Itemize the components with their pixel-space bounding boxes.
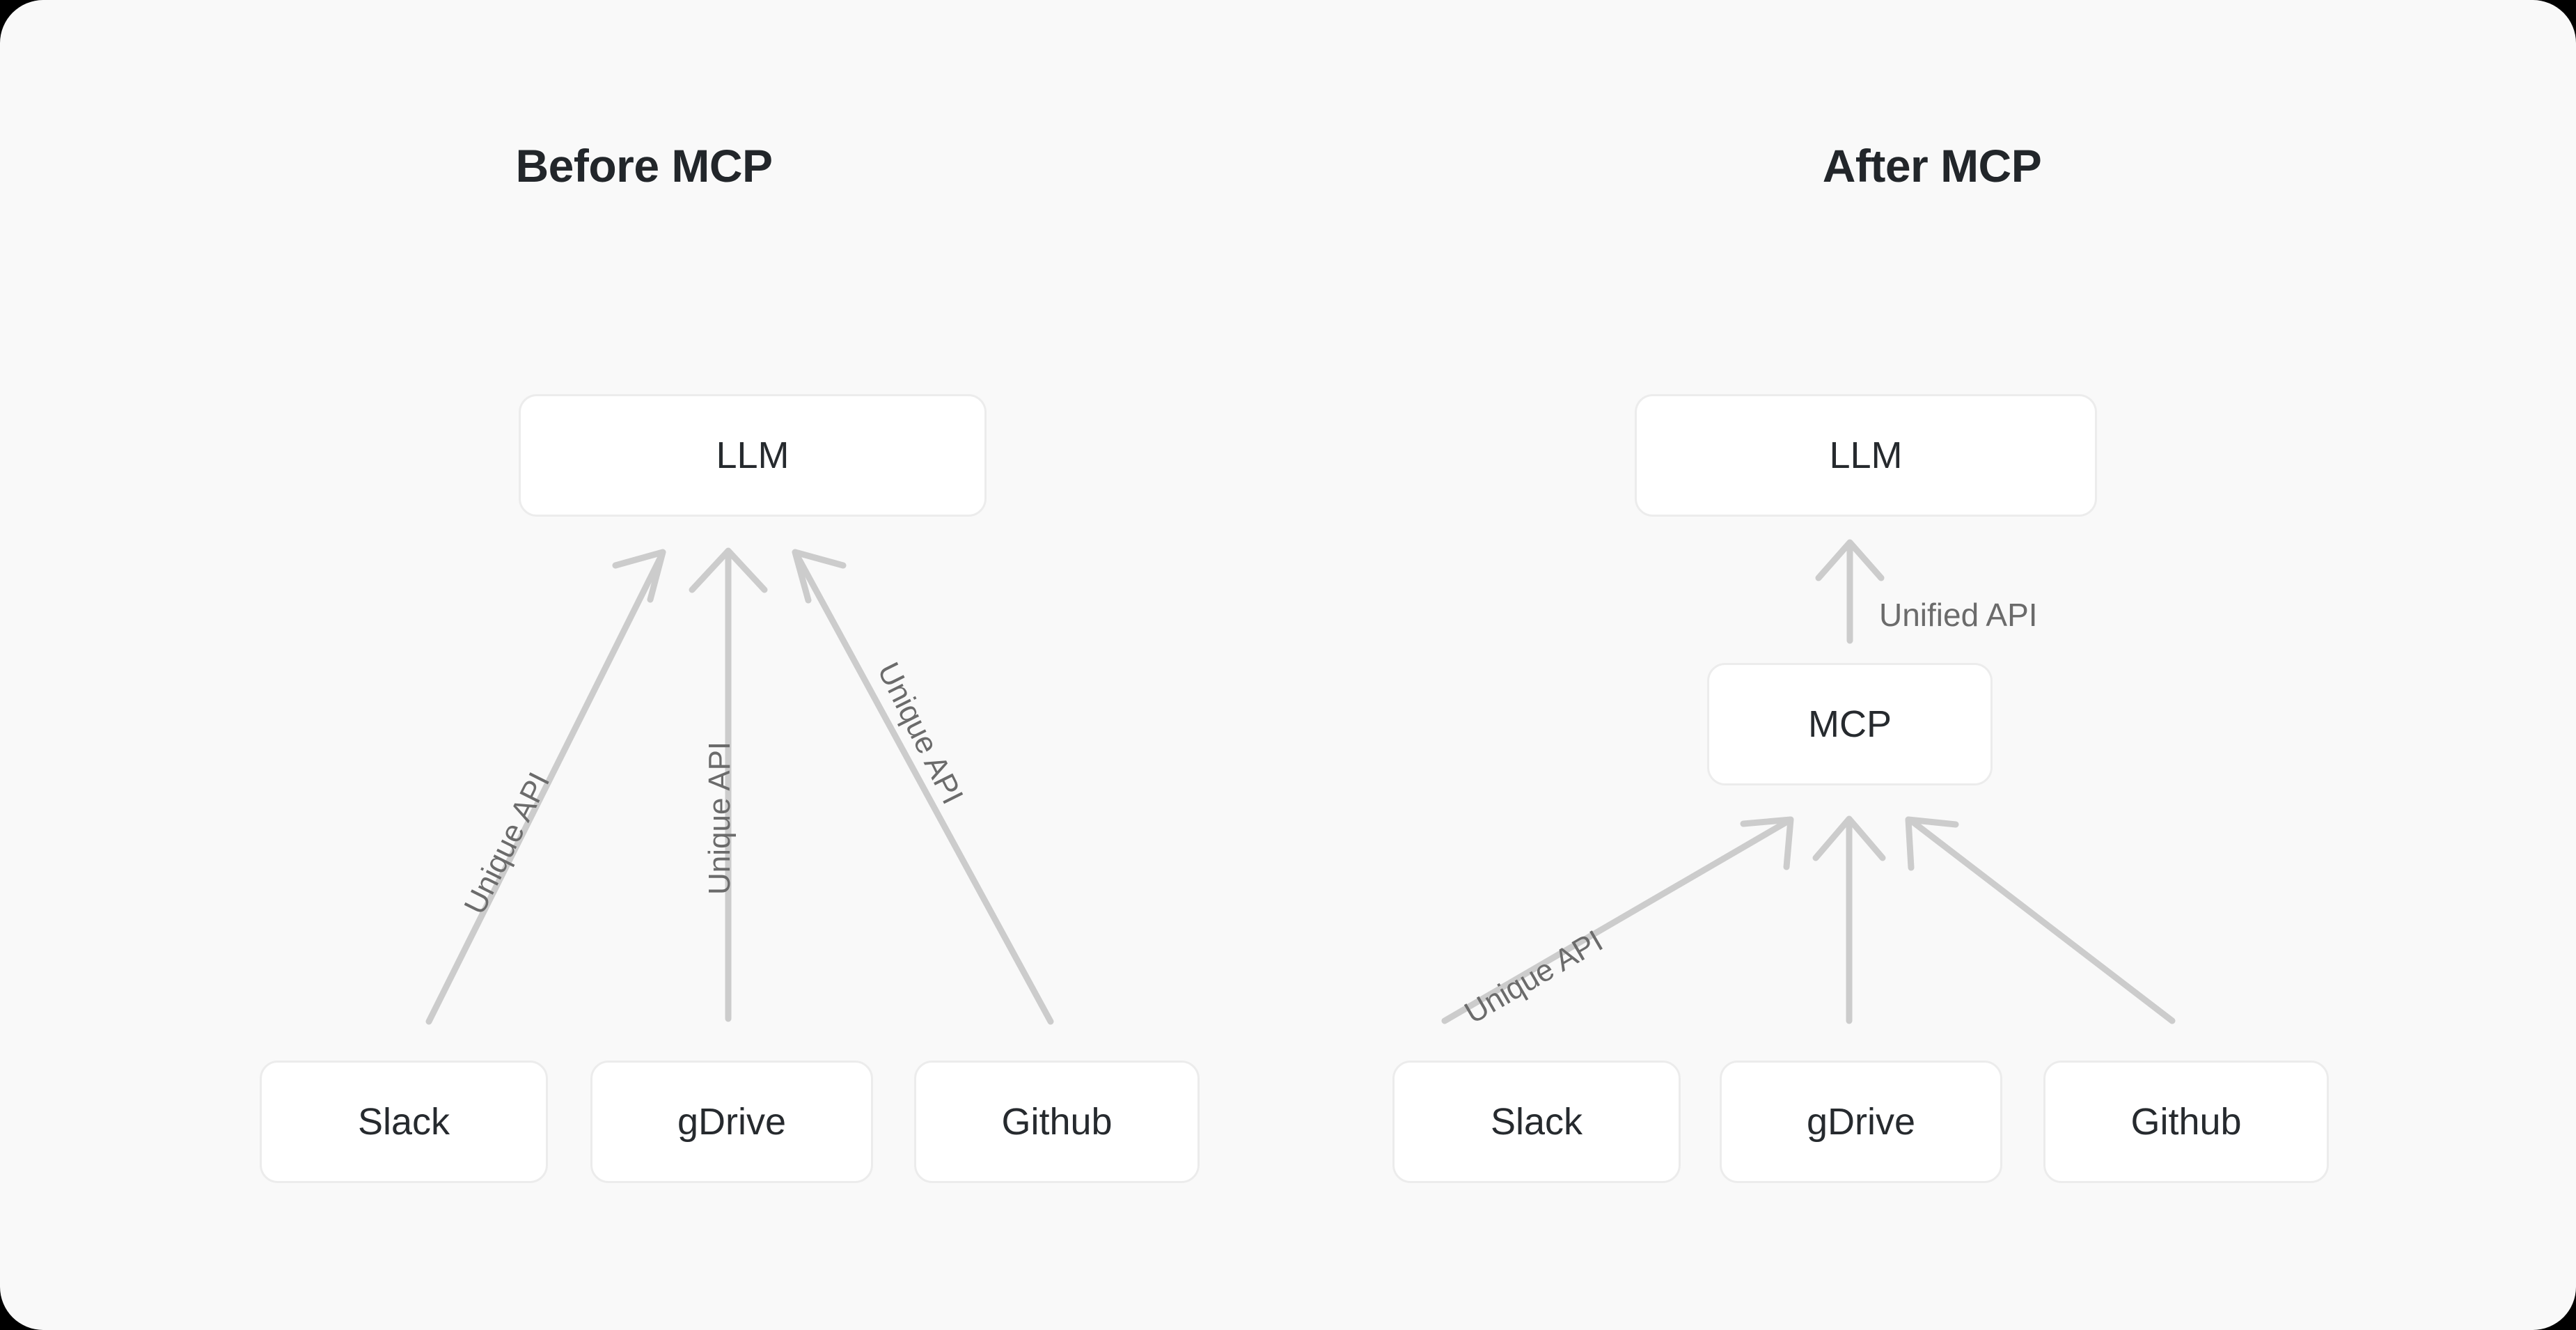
node-github-before-label: Github [1001,1101,1113,1143]
node-slack-after[interactable]: Slack [1392,1061,1681,1183]
node-slack-before[interactable]: Slack [260,1061,548,1183]
node-github-before[interactable]: Github [914,1061,1200,1183]
node-llm-after-label: LLM [1829,435,1903,476]
panel-title-after: After MCP [1822,140,2042,191]
arrow-github-to-llm [792,549,1054,1025]
edge-label-gdrive-unique-api: Unique API [702,741,737,895]
node-gdrive-before[interactable]: gDrive [590,1061,873,1183]
edge-label-github-unique-api: Unique API [870,657,970,810]
node-slack-before-label: Slack [357,1101,450,1143]
arrow-mcp-to-llm [1815,539,1885,644]
edge-label-unified-api: Unified API [1879,597,2038,633]
node-gdrive-after[interactable]: gDrive [1720,1061,2002,1183]
node-mcp[interactable]: MCP [1707,663,1993,785]
node-slack-after-label: Slack [1490,1101,1583,1143]
node-llm-after[interactable]: LLM [1635,394,2097,517]
panel-after-mcp: After MCP [1288,0,2576,1330]
node-gdrive-after-label: gDrive [1806,1101,1916,1143]
edge-label-slack-unique-api-after: Unique API [1459,923,1609,1031]
edge-label-slack-unique-api: Unique API [457,767,557,920]
arrow-gdrive-to-mcp [1812,815,1886,1024]
node-github-after[interactable]: Github [2043,1061,2329,1183]
node-llm-before-label: LLM [716,435,790,476]
arrow-github-to-mcp [1905,816,2176,1024]
node-llm-before[interactable]: LLM [519,394,987,517]
panel-before-mcp: Before MCP Unique [260,140,1200,1183]
node-gdrive-before-label: gDrive [677,1101,787,1143]
node-github-after-label: Github [2130,1101,2242,1143]
node-mcp-label: MCP [1808,703,1892,745]
panel-title-before: Before MCP [515,140,773,191]
